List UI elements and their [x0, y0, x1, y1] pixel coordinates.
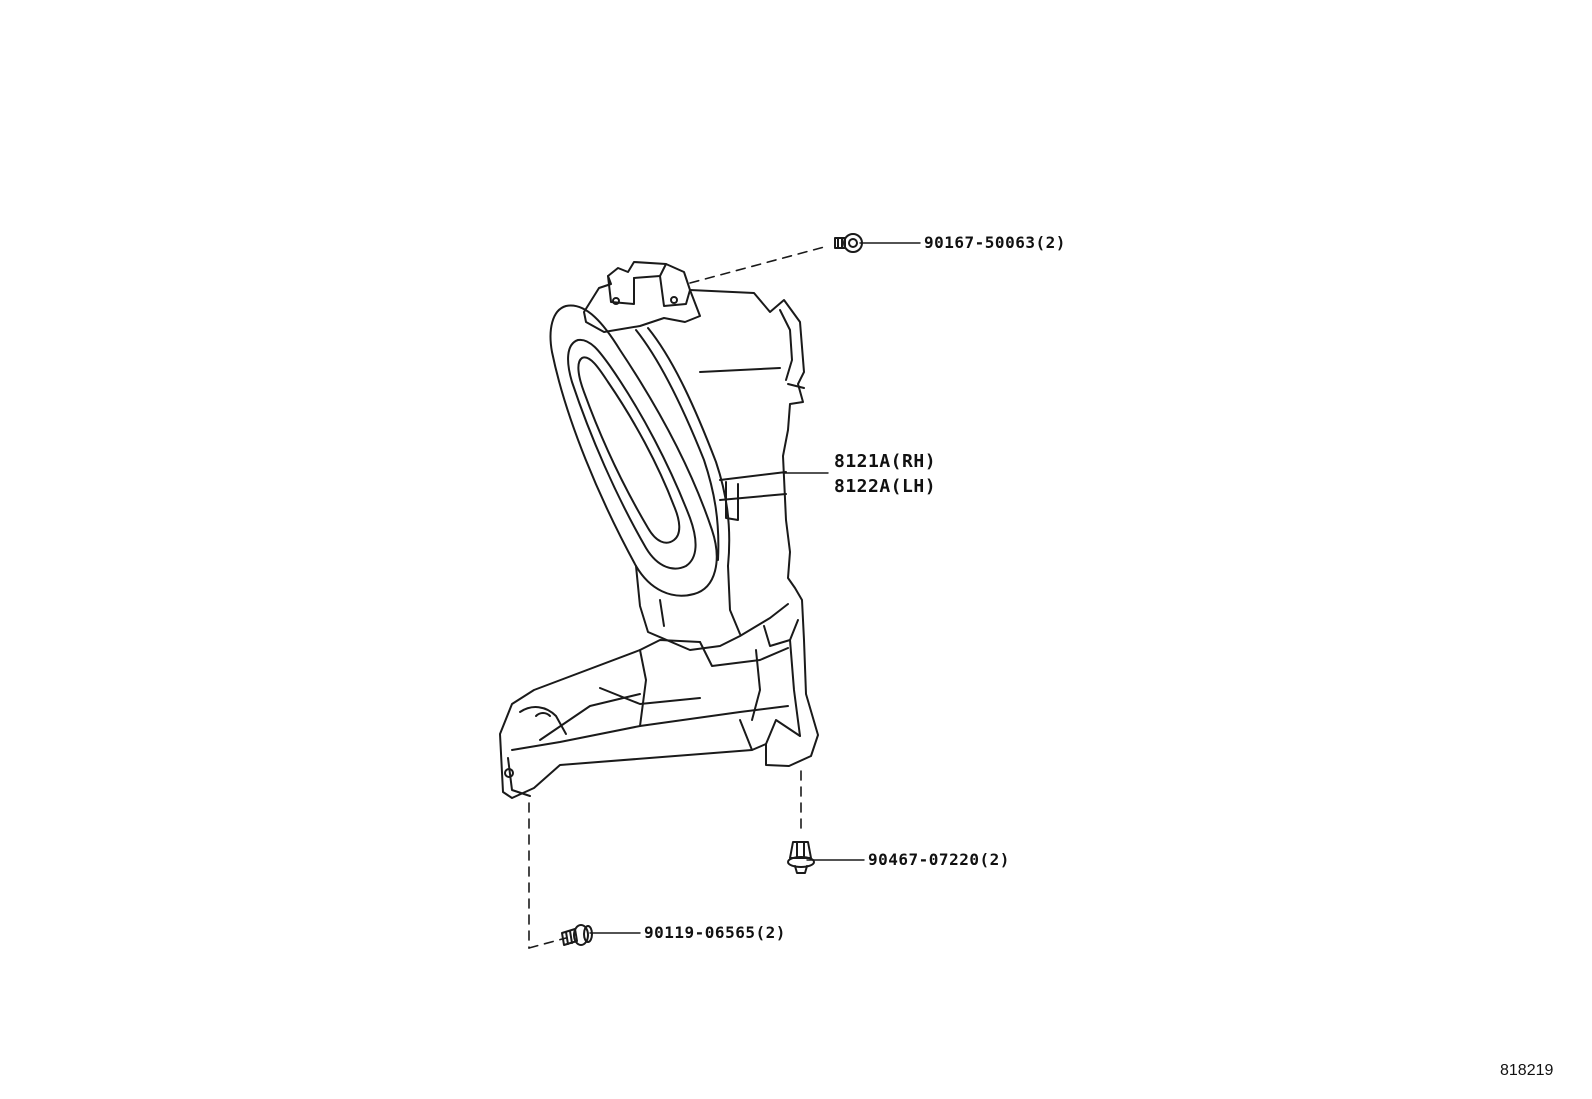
clip-90467-icon	[787, 841, 815, 874]
part-label-bolt-top[interactable]: 90167-50063(2)	[924, 233, 1066, 252]
part-label-lamp-lh[interactable]: 8122A(LH)	[834, 476, 937, 497]
part-label-clip-right[interactable]: 90467-07220(2)	[868, 850, 1010, 869]
bolt-90167-icon	[834, 233, 863, 253]
label-leader-lines	[589, 242, 921, 934]
screw-90119-icon	[561, 924, 593, 946]
part-label-lamp-rh[interactable]: 8121A(RH)	[834, 451, 937, 472]
part-label-screw-bottom[interactable]: 90119-06565(2)	[644, 923, 786, 942]
dashed-leader-lines	[528, 245, 829, 949]
fog-lamp-housing	[499, 261, 819, 799]
figure-number: 818219	[1500, 1062, 1554, 1079]
